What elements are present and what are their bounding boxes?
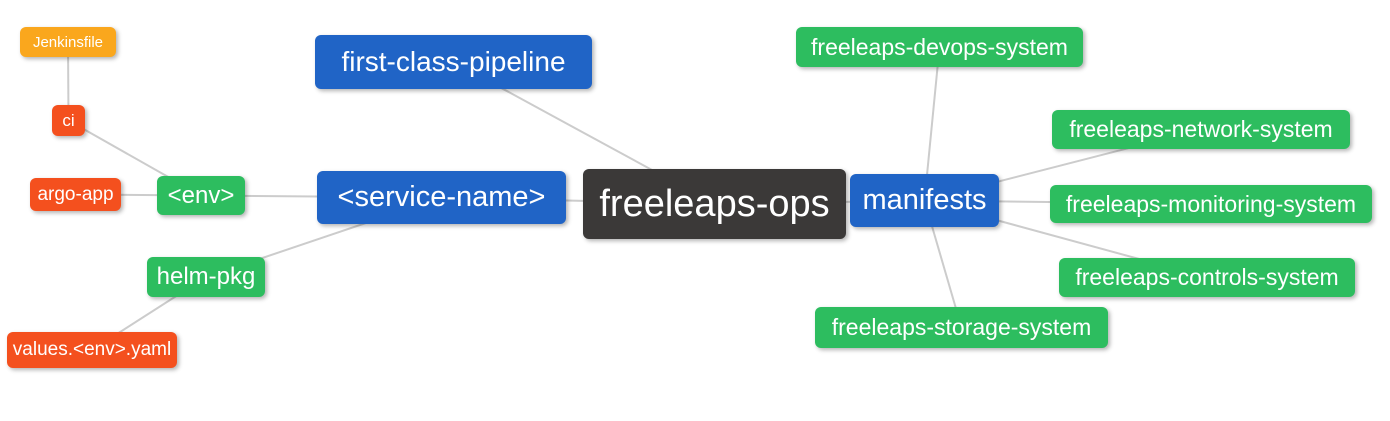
node-helm-pkg[interactable]: helm-pkg [147,257,265,297]
node-env[interactable]: <env> [157,176,245,215]
node-manifests[interactable]: manifests [850,174,999,227]
node-ci[interactable]: ci [52,105,85,136]
node-freeleaps-monitoring-system[interactable]: freeleaps-monitoring-system [1050,185,1372,223]
node-first-class-pipeline[interactable]: first-class-pipeline [315,35,592,89]
node-freeleaps-devops-system[interactable]: freeleaps-devops-system [796,27,1083,67]
node-jenkinsfile[interactable]: Jenkinsfile [20,27,116,57]
node-freeleaps-ops-root[interactable]: freeleaps-ops [583,169,846,239]
node-service-name[interactable]: <service-name> [317,171,566,224]
node-freeleaps-storage-system[interactable]: freeleaps-storage-system [815,307,1108,348]
node-freeleaps-network-system[interactable]: freeleaps-network-system [1052,110,1350,149]
node-argo-app[interactable]: argo-app [30,178,121,211]
node-values-env-yaml[interactable]: values.<env>.yaml [7,332,177,368]
node-freeleaps-controls-system[interactable]: freeleaps-controls-system [1059,258,1355,297]
